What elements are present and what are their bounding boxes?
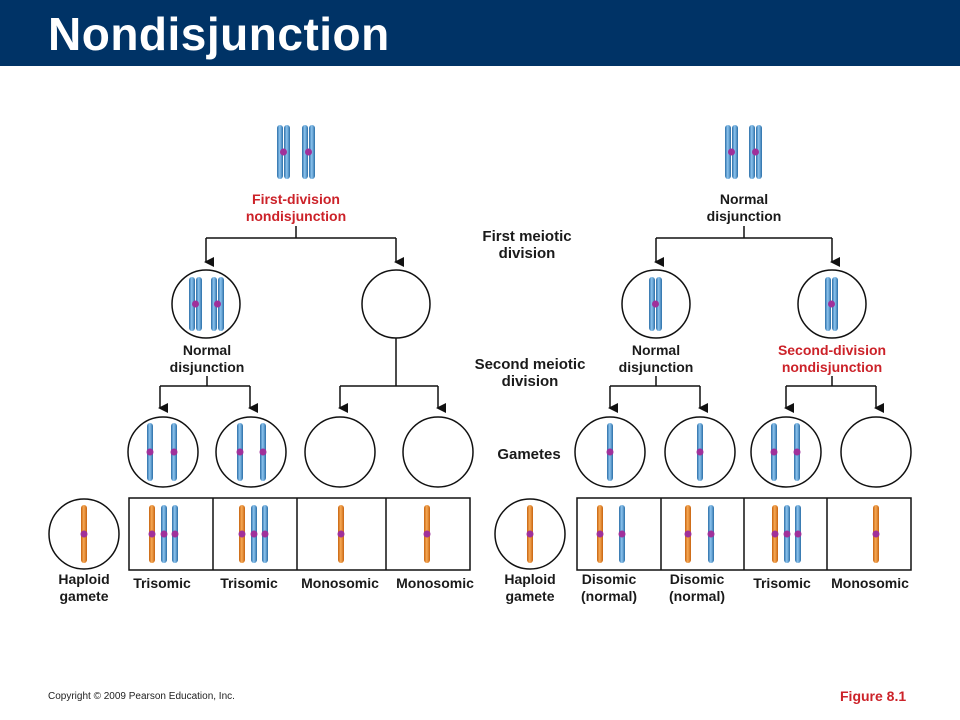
chromosome-icon — [259, 423, 267, 481]
gametes-label: Gametes — [497, 446, 560, 463]
chromosome-icon — [793, 423, 801, 481]
figure-label: Figure 8.1 — [840, 688, 907, 704]
outcome-label: Monosomic — [396, 575, 474, 591]
chromosome-icon — [337, 505, 345, 563]
chromosome-icon — [148, 505, 156, 563]
haploid-gamete-label: Haploid — [58, 571, 109, 587]
chromosome-pair-icon — [725, 125, 738, 179]
chromosome-icon — [238, 505, 246, 563]
chromosome-icon — [171, 505, 179, 563]
outcome-label: Monosomic — [831, 575, 909, 591]
second-division-nondisjunction-label: Second-division — [778, 342, 886, 358]
outcome-label: Disomic — [582, 571, 637, 587]
chromosome-icon — [170, 423, 178, 481]
outcome-label: Disomic — [670, 571, 725, 587]
normal-disjunction-label-2: disjunction — [619, 359, 694, 375]
outcome-label: Trisomic — [753, 575, 811, 591]
gamete-circle — [750, 416, 822, 488]
outcome-label: Monosomic — [301, 575, 379, 591]
copyright-text: Copyright © 2009 Pearson Education, Inc. — [48, 691, 235, 702]
outcome-label: Trisomic — [133, 575, 191, 591]
first-meiotic-division-label: First meiotic — [482, 228, 571, 245]
gamete-circle — [127, 416, 199, 488]
chromosome-icon — [160, 505, 168, 563]
chromosome-icon — [696, 423, 704, 481]
empty-cell-circle — [361, 269, 431, 339]
page-title: Nondisjunction — [48, 8, 390, 60]
right-parent-chromosomes — [725, 125, 762, 179]
empty-gamete-circle — [304, 416, 376, 488]
chromosome-icon — [146, 423, 154, 481]
right-zygote-boxes — [576, 497, 912, 571]
chromosome-icon — [250, 505, 258, 563]
second-meiotic-division-label: Second meiotic — [475, 356, 586, 373]
chromosome-pair-icon — [649, 277, 662, 331]
normal-disjunction-label-2: disjunction — [170, 359, 245, 375]
outcome-label-2: (normal) — [581, 588, 637, 604]
first-division-nondisjunction-label: First-division — [252, 191, 340, 207]
chromosome-icon — [596, 505, 604, 563]
haploid-gamete-label-2: gamete — [59, 588, 108, 604]
left-parent-chromosomes — [277, 125, 315, 179]
normal-disjunction-label: Normal — [720, 191, 768, 207]
chromosome-icon — [771, 505, 779, 563]
second-meiotic-division-label-2: division — [502, 373, 559, 390]
normal-disjunction-label-2: disjunction — [707, 208, 782, 224]
chromosome-pair-icon — [825, 277, 838, 331]
gamete-circle — [215, 416, 287, 488]
empty-gamete-circle — [402, 416, 474, 488]
chromosome-pair-icon — [211, 277, 224, 331]
first-division-nondisjunction-label-2: nondisjunction — [246, 208, 346, 224]
chromosome-icon — [707, 505, 715, 563]
chromosome-icon — [684, 505, 692, 563]
chromosome-pair-icon — [189, 277, 202, 331]
chromosome-pair-icon — [277, 125, 290, 179]
chromosome-icon — [261, 505, 269, 563]
empty-gamete-circle — [840, 416, 912, 488]
title-bar: Nondisjunction — [0, 0, 960, 66]
chromosome-icon — [783, 505, 791, 563]
chromosome-icon — [872, 505, 880, 563]
outcome-label: Trisomic — [220, 575, 278, 591]
chromosome-pair-icon — [302, 125, 315, 179]
chromosome-icon — [606, 423, 614, 481]
normal-disjunction-label: Normal — [183, 342, 231, 358]
chromosome-icon — [423, 505, 431, 563]
haploid-gamete-label-2: gamete — [505, 588, 554, 604]
haploid-gamete-label: Haploid — [504, 571, 555, 587]
cell-circle — [171, 269, 241, 339]
chromosome-pair-icon — [749, 125, 762, 179]
second-division-nondisjunction-label-2: nondisjunction — [782, 359, 882, 375]
first-meiotic-division-label-2: division — [499, 245, 556, 262]
chromosome-icon — [80, 505, 88, 563]
chromosome-icon — [618, 505, 626, 563]
chromosome-icon — [236, 423, 244, 481]
outcome-label-2: (normal) — [669, 588, 725, 604]
chromosome-icon — [526, 505, 534, 563]
normal-disjunction-label: Normal — [632, 342, 680, 358]
chromosome-icon — [770, 423, 778, 481]
left-zygote-boxes — [128, 497, 471, 571]
chromosome-icon — [794, 505, 802, 563]
